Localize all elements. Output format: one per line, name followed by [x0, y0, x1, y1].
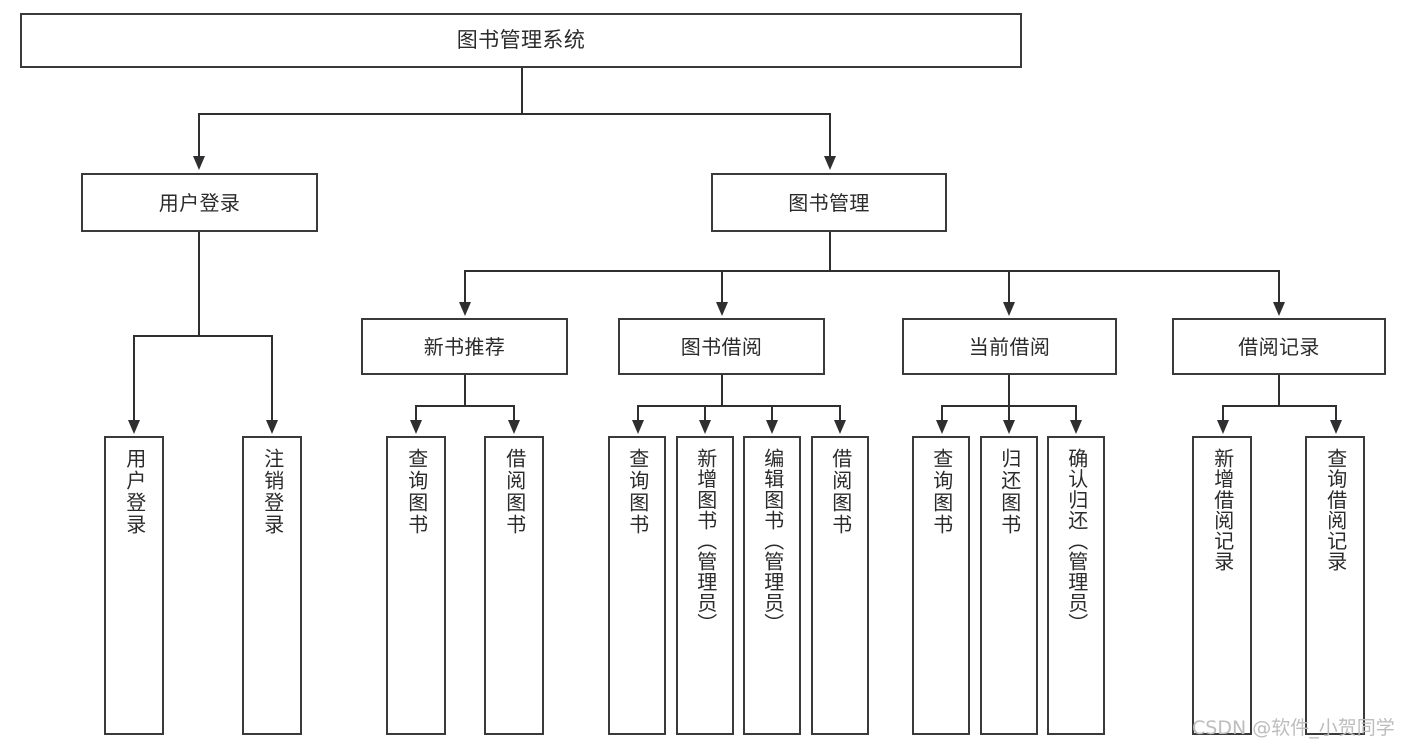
- node-book-borrow[interactable]: 图书借阅: [618, 318, 825, 375]
- connector-user-login-bus: [133, 335, 272, 337]
- node-root-book-management-system[interactable]: 图书管理系统: [20, 13, 1022, 68]
- connector-root-to-user-login: [198, 113, 200, 158]
- node-label: 确认归还（管理员）: [1064, 448, 1089, 634]
- arrow-bm-to-current-borrow: [1003, 302, 1015, 316]
- connector-borrow-record-stem: [1278, 375, 1280, 406]
- connector-root-stem: [521, 68, 523, 113]
- leaf-logout[interactable]: 注销登录: [242, 436, 302, 735]
- connector-current-borrow-to-leaf-1: [1008, 405, 1010, 422]
- connector-bm-to-current-borrow: [1008, 270, 1010, 304]
- connector-new-book-to-leaf-0: [415, 405, 417, 422]
- leaf-new-book-borrow-book[interactable]: 借阅图书: [484, 436, 544, 735]
- connector-bm-to-borrow-record: [1278, 270, 1280, 304]
- arrow-current-borrow-to-leaf-2: [1070, 420, 1082, 434]
- connector-user-login-to-leaf-1: [271, 335, 273, 422]
- arrow-bm-to-borrow-record: [1273, 302, 1285, 316]
- arrow-user-login-to-leaf-1: [266, 420, 278, 434]
- arrow-borrow-record-to-leaf-0: [1217, 420, 1229, 434]
- leaf-new-book-query-book[interactable]: 查询图书: [386, 436, 446, 735]
- connector-book-borrow-to-leaf-2: [771, 405, 773, 422]
- leaf-borrow-record-add-record[interactable]: 新增借阅记录: [1192, 436, 1252, 735]
- connector-root-to-book-management: [829, 113, 831, 158]
- connector-book-borrow-to-leaf-0: [637, 405, 639, 422]
- connector-borrow-record-bus: [1222, 405, 1336, 407]
- arrow-book-borrow-to-leaf-2: [766, 420, 778, 434]
- leaf-current-borrow-query-book[interactable]: 查询图书: [912, 436, 970, 735]
- node-label: 图书管理: [788, 190, 870, 215]
- arrow-bm-to-book-borrow: [716, 302, 728, 316]
- node-book-management[interactable]: 图书管理: [711, 173, 947, 232]
- arrow-new-book-to-leaf-1: [508, 420, 520, 434]
- arrow-book-borrow-to-leaf-0: [632, 420, 644, 434]
- arrow-book-borrow-to-leaf-1: [699, 420, 711, 434]
- leaf-book-borrow-add-book-admin[interactable]: 新增图书（管理员）: [676, 436, 734, 735]
- node-label: 当前借阅: [968, 334, 1051, 359]
- connector-current-borrow-to-leaf-2: [1075, 405, 1077, 422]
- node-label: 归还图书: [997, 448, 1022, 536]
- node-label: 查询图书: [404, 448, 429, 536]
- node-label: 查询图书: [929, 448, 954, 536]
- node-label: 注销登录: [260, 448, 285, 536]
- node-borrow-record[interactable]: 借阅记录: [1172, 318, 1386, 375]
- connector-new-book-stem: [464, 375, 466, 406]
- node-label: 借阅图书: [502, 448, 527, 536]
- node-label: 查询借阅记录: [1323, 448, 1348, 572]
- arrow-root-to-user-login: [193, 156, 205, 170]
- node-label: 编辑图书（管理员）: [760, 448, 785, 634]
- leaf-book-borrow-query-book[interactable]: 查询图书: [608, 436, 666, 735]
- connector-bm-to-new-book: [464, 270, 466, 304]
- connector-book-borrow-stem: [721, 375, 723, 406]
- node-label: 用户登录: [158, 190, 241, 215]
- arrow-borrow-record-to-leaf-1: [1330, 420, 1342, 434]
- connector-user-login-to-leaf-0: [133, 335, 135, 422]
- arrow-current-borrow-to-leaf-1: [1003, 420, 1015, 434]
- connector-user-login-stem: [198, 232, 200, 336]
- node-label: 新增图书（管理员）: [693, 448, 718, 634]
- arrow-new-book-to-leaf-0: [410, 420, 422, 434]
- connector-current-borrow-to-leaf-0: [941, 405, 943, 422]
- leaf-borrow-record-query-record[interactable]: 查询借阅记录: [1305, 436, 1365, 735]
- node-label: 借阅图书: [828, 448, 853, 536]
- connector-bm-to-book-borrow: [721, 270, 723, 304]
- arrow-current-borrow-to-leaf-0: [936, 420, 948, 434]
- node-label: 查询图书: [625, 448, 650, 536]
- connector-borrow-record-to-leaf-1: [1335, 405, 1337, 422]
- connector-book-management-stem: [829, 232, 831, 271]
- leaf-current-borrow-confirm-return-admin[interactable]: 确认归还（管理员）: [1047, 436, 1105, 735]
- node-label: 图书借阅: [680, 334, 763, 359]
- node-label: 新增借阅记录: [1210, 448, 1235, 572]
- connector-borrow-record-to-leaf-0: [1222, 405, 1224, 422]
- leaf-book-borrow-edit-book-admin[interactable]: 编辑图书（管理员）: [743, 436, 801, 735]
- leaf-current-borrow-return-book[interactable]: 归还图书: [980, 436, 1038, 735]
- arrow-user-login-to-leaf-0: [128, 420, 140, 434]
- leaf-book-borrow-borrow-book[interactable]: 借阅图书: [811, 436, 869, 735]
- connector-new-book-to-leaf-1: [513, 405, 515, 422]
- node-new-book-recommend[interactable]: 新书推荐: [361, 318, 568, 375]
- connector-book-management-bus: [464, 270, 1280, 272]
- arrow-bm-to-new-book: [459, 302, 471, 316]
- node-label: 新书推荐: [423, 334, 506, 359]
- connector-current-borrow-stem: [1008, 375, 1010, 406]
- connector-book-borrow-bus: [637, 405, 840, 407]
- node-user-login[interactable]: 用户登录: [81, 173, 318, 232]
- arrow-book-borrow-to-leaf-3: [834, 420, 846, 434]
- leaf-user-login[interactable]: 用户登录: [104, 436, 164, 735]
- connector-new-book-bus: [415, 405, 514, 407]
- node-current-borrow[interactable]: 当前借阅: [902, 318, 1117, 375]
- connector-book-borrow-to-leaf-3: [839, 405, 841, 422]
- connector-root-bus: [198, 113, 830, 115]
- node-label: 图书管理系统: [456, 27, 586, 52]
- node-label: 借阅记录: [1238, 334, 1320, 359]
- connector-book-borrow-to-leaf-1: [704, 405, 706, 422]
- arrow-root-to-book-management: [824, 156, 836, 170]
- node-label: 用户登录: [122, 448, 147, 536]
